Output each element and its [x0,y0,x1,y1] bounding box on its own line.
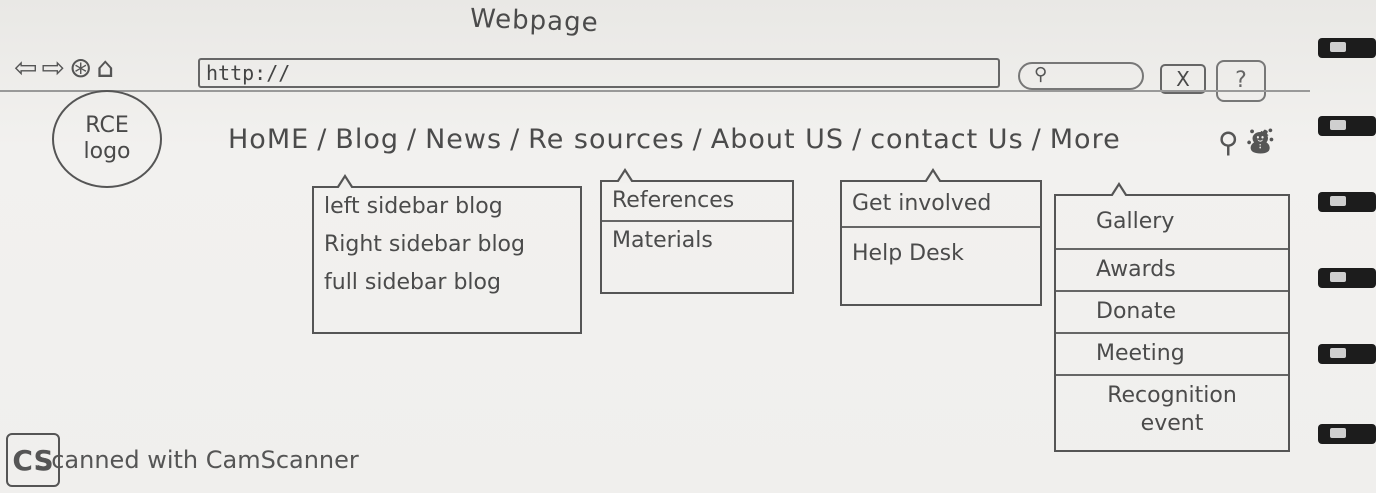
dropdown-item-gallery[interactable]: Gallery [1096,209,1175,234]
dropdown-item-donate[interactable]: Donate [1056,290,1288,332]
more-dropdown: Gallery Awards Donate Meeting Recognitio… [1054,182,1290,452]
search-icon[interactable]: ⚲ [1218,126,1239,159]
binder-ring [1318,116,1376,136]
home-icon[interactable]: ⌂ [96,51,115,84]
nav-item-home[interactable]: HoME [228,124,310,155]
nav-item-blog[interactable]: Blog [335,124,399,155]
blog-dropdown: left sidebar blog Right sidebar blog ful… [312,174,582,334]
rce-logo[interactable]: RCE logo [52,90,162,188]
nav-item-news[interactable]: News [425,124,503,155]
refresh-icon[interactable]: ⊛ [68,51,93,84]
binder-ring [1318,424,1376,444]
page-title: Webpage [469,3,600,39]
nav-separator: / [406,124,418,155]
nav-item-about-us[interactable]: About US [710,124,845,155]
nav-tools: ⚲ ⛇ [1218,126,1275,160]
dropdown-item-meeting[interactable]: Meeting [1056,332,1288,374]
nav-separator: / [317,124,328,155]
url-bar[interactable]: http:// [198,58,1000,88]
binder-ring [1318,268,1376,288]
dropdown-item-awards[interactable]: Awards [1056,248,1288,290]
watermark-text: Scanned with CamScanner [36,446,359,474]
url-text: http:// [206,61,291,85]
scanner-watermark: CS Scanned with CamScanner [6,432,359,488]
forward-arrow-icon[interactable]: ⇨ [41,51,65,84]
dropdown-item-materials[interactable]: Materials [602,220,792,260]
binder-ring [1318,38,1376,58]
browser-chrome-divider [0,90,1310,92]
close-button[interactable]: X [1160,64,1206,94]
contact-dropdown: Get involved Help Desk [840,168,1042,306]
dropdown-item-references[interactable]: References [612,188,735,213]
nav-separator: / [692,124,703,155]
dropdown-item-left-sidebar-blog[interactable]: left sidebar blog [324,194,503,219]
nav-item-more[interactable]: More [1049,124,1121,155]
nav-item-resources[interactable]: Re sources [528,124,685,155]
back-arrow-icon[interactable]: ⇦ [14,51,38,84]
nav-separator: / [510,124,521,155]
binder-ring [1318,344,1376,364]
nav-item-contact-us[interactable]: contact Us [870,124,1024,155]
logo-text: RCE logo [83,113,131,164]
dropdown-item-help-desk[interactable]: Help Desk [842,226,1040,280]
camscanner-logo: CS [6,433,60,487]
search-icon: ⚲ [1034,64,1048,85]
help-button[interactable]: ? [1216,60,1266,102]
dropdown-item-recognition-event[interactable]: Recognition event [1056,374,1288,438]
dropdown-item-full-sidebar-blog[interactable]: full sidebar blog [324,270,501,295]
main-nav: HoME / Blog / News / Re sources / About … [228,124,1121,155]
browser-search-field[interactable]: ⚲ [1018,62,1144,90]
resources-dropdown: References Materials [600,168,794,294]
user-icon[interactable]: ⛇ [1246,126,1275,159]
nav-separator: / [1031,124,1042,155]
dropdown-item-right-sidebar-blog[interactable]: Right sidebar blog [324,232,525,257]
dropdown-item-get-involved[interactable]: Get involved [852,191,992,216]
binder-ring [1318,192,1376,212]
nav-separator: / [852,124,863,155]
browser-nav-icons: ⇦ ⇨ ⊛ ⌂ [14,50,114,86]
